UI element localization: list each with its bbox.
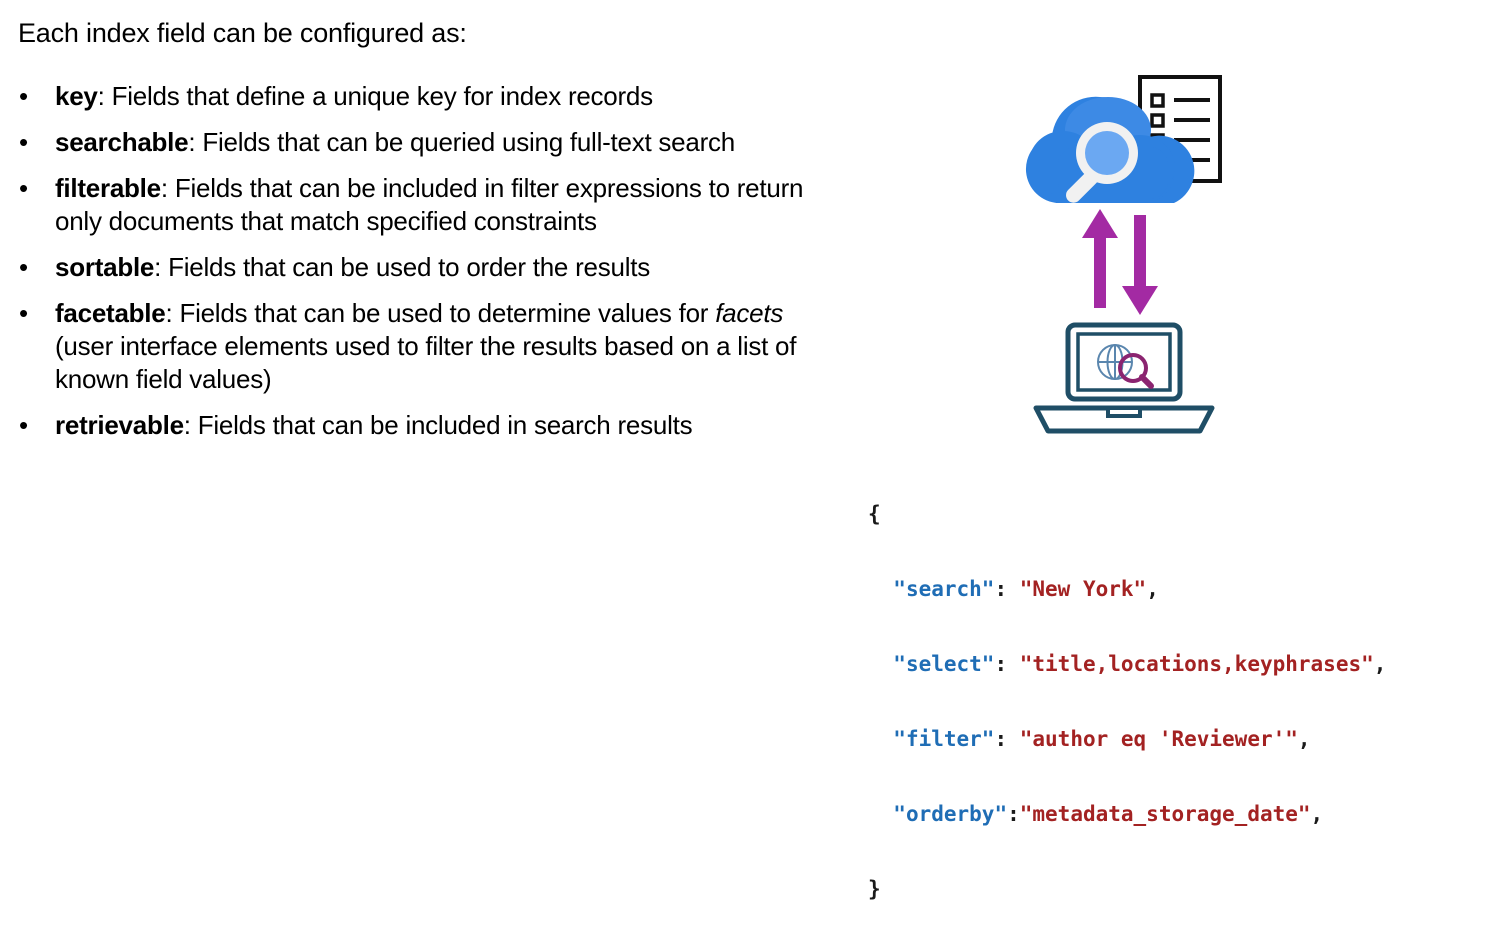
list-item-separator: : (160, 173, 175, 203)
code-line-open-brace: { (868, 502, 1386, 527)
json-key-orderby: "orderby" (893, 802, 1008, 826)
list-item-term: facetable (55, 298, 166, 328)
list-item: • filterable: Fields that can be include… (0, 172, 830, 238)
arrow-down-response-icon (1122, 215, 1158, 315)
list-item-text: Fields that can be queried using full-te… (202, 127, 735, 157)
json-comma: , (1310, 802, 1324, 826)
code-line-filter: "filter": "author eq 'Reviewer'", (868, 727, 1386, 752)
bullet-icon: • (19, 127, 28, 157)
json-value-filter: "author eq 'Reviewer'" (1019, 727, 1298, 751)
json-query-code-block: { "search": "New York", "select": "title… (868, 452, 1386, 952)
json-key-select: "select" (893, 652, 995, 676)
json-value-search: "New York" (1019, 577, 1147, 601)
json-key-search: "search" (893, 577, 995, 601)
list-item-text: Fields that can be used to determine val… (179, 298, 716, 328)
list-item: • key: Fields that define a unique key f… (0, 80, 830, 113)
json-comma: , (1373, 652, 1387, 676)
list-item-term: filterable (55, 173, 161, 203)
azure-search-architecture-diagram (1025, 75, 1222, 434)
json-colon: : (994, 727, 1020, 751)
bullet-icon: • (19, 298, 28, 328)
list-item-separator: : (165, 298, 180, 328)
list-item-separator: : (154, 252, 169, 282)
json-close-brace: } (868, 877, 881, 901)
list-item-text-after: (user interface elements used to filter … (55, 331, 797, 394)
list-item: • sortable: Fields that can be used to o… (0, 251, 830, 284)
list-item-text: Fields that can be included in search re… (197, 410, 693, 440)
json-comma: , (1297, 727, 1311, 751)
json-colon: : (1007, 802, 1020, 826)
illustration-column: { "search": "New York", "select": "title… (860, 0, 1509, 901)
json-value-orderby: "metadata_storage_date" (1019, 802, 1311, 826)
json-colon: : (994, 577, 1020, 601)
list-item-term: retrievable (55, 410, 184, 440)
intro-line: Each index field can be configured as: (18, 18, 467, 48)
json-value-select: "title,locations,keyphrases" (1019, 652, 1374, 676)
cloud-search-icon (1025, 96, 1195, 204)
code-line-orderby: "orderby":"metadata_storage_date", (868, 802, 1386, 827)
code-line-close-brace: } (868, 877, 1386, 902)
field-attribute-list: • key: Fields that define a unique key f… (0, 80, 830, 455)
list-item-term: searchable (55, 127, 189, 157)
list-item-text: Fields that define a unique key for inde… (111, 81, 654, 111)
list-item: • facetable: Fields that can be used to … (0, 297, 830, 396)
bullet-icon: • (19, 81, 28, 111)
json-open-brace: { (868, 502, 881, 526)
list-item-term: sortable (55, 252, 155, 282)
list-item-italic-term: facets (715, 298, 784, 328)
json-colon: : (994, 652, 1020, 676)
list-item-term: key (55, 81, 98, 111)
list-item-text: Fields that can be included in filter ex… (55, 173, 804, 236)
list-item: • searchable: Fields that can be queried… (0, 126, 830, 159)
list-item: • retrievable: Fields that can be includ… (0, 409, 830, 442)
list-item-separator: : (183, 410, 198, 440)
list-item-separator: : (97, 81, 112, 111)
laptop-globe-search-icon (1033, 322, 1215, 434)
bullet-icon: • (19, 173, 28, 203)
code-line-search: "search": "New York", (868, 577, 1386, 602)
bullet-icon: • (19, 252, 28, 282)
list-item-separator: : (188, 127, 203, 157)
slide-text-column: Each index field can be configured as: •… (0, 0, 830, 625)
json-comma: , (1146, 577, 1159, 601)
bullet-icon: • (19, 410, 28, 440)
arrow-up-request-icon (1082, 209, 1118, 308)
code-line-select: "select": "title,locations,keyphrases", (868, 652, 1386, 677)
list-item-text: Fields that can be used to order the res… (168, 252, 650, 282)
json-key-filter: "filter" (893, 727, 995, 751)
